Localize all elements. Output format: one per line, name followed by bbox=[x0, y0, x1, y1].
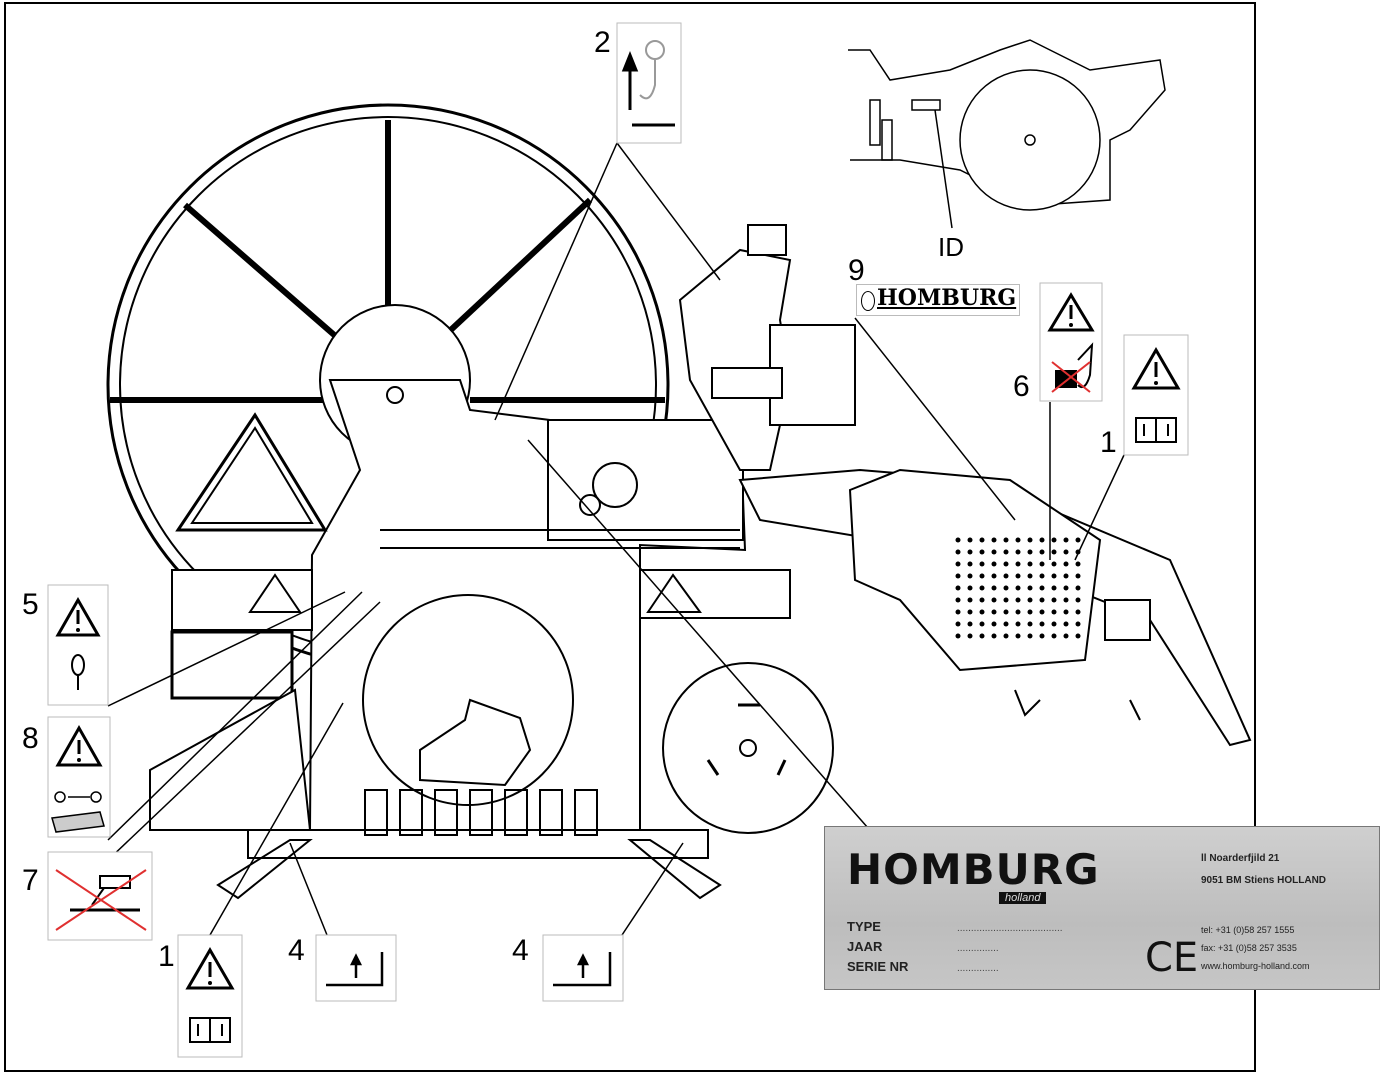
nameplate: HOMBURG holland TYPE JAAR SERIE NR .....… bbox=[824, 826, 1380, 990]
id-inset-drawing bbox=[848, 39, 1166, 229]
nameplate-address-1: ll Noarderfjild 21 bbox=[1201, 853, 1280, 864]
nameplate-fax: fax: +31 (0)58 257 3535 bbox=[1201, 943, 1297, 953]
warning-triangle-icon bbox=[1131, 347, 1181, 390]
read-manual-decal-right bbox=[1123, 334, 1189, 456]
nameplate-blank-jaar: ............... bbox=[957, 943, 999, 954]
nameplate-tel: tel: +31 (0)58 257 1555 bbox=[1201, 925, 1295, 935]
warning-triangle-icon bbox=[1047, 292, 1095, 332]
lifting-hook-decal bbox=[616, 22, 682, 144]
callout-7: 7 bbox=[22, 864, 39, 897]
nameplate-address-2: 9051 BM Stiens HOLLAND bbox=[1201, 875, 1327, 886]
support-wheel bbox=[662, 662, 834, 834]
nameplate-field-type: TYPE bbox=[847, 919, 881, 934]
main-frame bbox=[308, 379, 747, 831]
leader-lines bbox=[107, 142, 1125, 936]
manual-book-icon bbox=[1135, 417, 1177, 443]
crush-warning-decal bbox=[1039, 282, 1103, 402]
warning-triangle-icon bbox=[55, 724, 103, 767]
key-manual-icon bbox=[51, 791, 105, 833]
callout-4-right: 4 bbox=[512, 934, 529, 967]
read-manual-decal-bottom bbox=[177, 934, 243, 1058]
logo-emblem-icon bbox=[861, 291, 875, 311]
callout-2: 2 bbox=[594, 26, 611, 59]
lifting-hook-icon bbox=[621, 40, 675, 127]
homburg-logo-decal: HOMBURG bbox=[856, 284, 1020, 316]
callout-5: 5 bbox=[22, 588, 39, 621]
ce-mark: CE bbox=[1145, 935, 1199, 981]
hand-crush-icon bbox=[1051, 342, 1094, 393]
warning-triangle-icon bbox=[55, 596, 101, 637]
no-welding-decal bbox=[47, 851, 153, 941]
callout-1-right: 1 bbox=[1100, 426, 1117, 459]
support-point-decal-left bbox=[315, 934, 397, 1002]
pressure-warning-decal bbox=[47, 584, 109, 706]
callout-8: 8 bbox=[22, 722, 39, 755]
nameplate-blank-type: ...................................... bbox=[957, 923, 1063, 934]
callout-6: 6 bbox=[1013, 370, 1030, 403]
nameplate-field-serie: SERIE NR bbox=[847, 959, 909, 974]
no-welding-icon bbox=[55, 869, 147, 931]
manual-book-icon bbox=[189, 1017, 231, 1043]
logo-text: HOMBURG bbox=[877, 285, 1017, 311]
diagram-frame bbox=[4, 2, 1256, 1072]
nameplate-brand: HOMBURG bbox=[847, 845, 1100, 894]
nameplate-web: www.homburg-holland.com bbox=[1201, 961, 1310, 971]
warning-triangle-icon bbox=[185, 947, 235, 990]
nameplate-field-jaar: JAAR bbox=[847, 939, 883, 954]
callout-1-bottom: 1 bbox=[158, 940, 175, 973]
support-point-icon bbox=[553, 952, 612, 987]
grille-holes bbox=[955, 537, 1081, 639]
nameplate-blank-serie: ............... bbox=[957, 963, 999, 974]
callout-9: 9 bbox=[848, 254, 865, 287]
callout-4-left: 4 bbox=[288, 934, 305, 967]
inner-drum bbox=[362, 594, 574, 806]
valve-icon bbox=[71, 654, 85, 690]
id-label: ID bbox=[938, 232, 964, 262]
support-point-decal-right bbox=[542, 934, 624, 1002]
nameplate-sub: holland bbox=[999, 892, 1047, 904]
support-point-icon bbox=[326, 952, 384, 987]
remove-key-decal bbox=[47, 716, 111, 838]
